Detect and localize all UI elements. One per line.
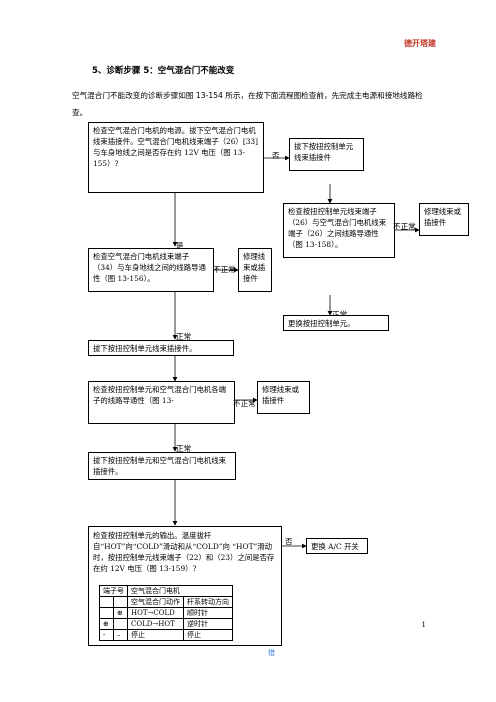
step-repair-harness-3: 修理线束或插接件 <box>257 381 310 414</box>
label-yes-1: 是 <box>176 241 184 250</box>
terminal-table: 端子号 空气混合门电机 空气混合门动作 杆系转动方向 ⊕ HOT→COLD 顺时… <box>99 585 233 641</box>
step-check-all-terminals: 检查按扭控制单元和空气混合门电机各端子的线路导通性（图 13- <box>88 381 235 424</box>
table-cell: 停止 <box>127 629 184 641</box>
step-replace-ac-switch: 更换 A/C 开关 <box>306 538 368 554</box>
step-check-continuity-26: 检查按扭控制单元线束端子（26）与空气混合门电机线束端子（26）之间线路导通性（… <box>283 203 395 258</box>
section-title: 5、诊断步骤 5：空气混合门不能改变 <box>92 66 235 76</box>
label-no-1: 否 <box>272 151 280 160</box>
step-unplug-button-unit: 拔下按扭控制单元线束插接件 <box>289 138 364 171</box>
table-cell: 杆系转动方向 <box>183 596 233 608</box>
table-row: 空气混合门动作 杆系转动方向 <box>99 596 233 608</box>
label-normal-3: 正常 <box>176 444 192 453</box>
table-cell <box>99 607 114 619</box>
table-cell: 顺时针 <box>183 607 233 619</box>
table-cell: HOT→COLD <box>127 607 184 619</box>
table-cell: – <box>113 629 128 641</box>
label-normal-2: 正常 <box>176 332 192 341</box>
table-cell: COLD→HOT <box>127 618 184 630</box>
header-brand: 德开塔建 <box>404 39 436 48</box>
label-abnormal-2: 不正常 <box>213 265 236 274</box>
table-cell: ⊕ <box>113 607 128 619</box>
step-unplug-button-unit-2: 拔下按扭控制单元线束插接件。 <box>88 340 234 356</box>
label-abnormal-3: 不正常 <box>233 399 256 408</box>
table-cell <box>99 596 114 608</box>
table-row: ⊕ HOT→COLD 顺时针 <box>99 607 233 619</box>
table-cell: 逆时针 <box>183 618 233 630</box>
table-row: ⊕ COLD→HOT 逆时针 <box>99 618 233 630</box>
table-cell: 空气混合门动作 <box>127 596 184 608</box>
table-row: - – 停止 停止 <box>99 629 233 641</box>
table-cell <box>113 618 128 630</box>
table-cell: ⊕ <box>99 618 114 630</box>
step-unplug-both-connectors: 拔下按扭控制单元和空气混合门电机线束插接件。 <box>88 452 236 480</box>
label-normal-1: 正常 <box>332 309 347 320</box>
table-row: 端子号 空气混合门电机 <box>99 585 233 597</box>
step-check-motor-power: 检查空气混合门电机的电源。拔下空气混合门电机线束插接件。空气混合门电机线束端子（… <box>88 122 264 193</box>
step-repair-harness-2: 修理线束或插接件 <box>238 248 272 292</box>
section-intro: 空气混合门不能改变的诊断步骤如图 13-154 所示，在按下面流程图检查前，先完… <box>72 91 423 117</box>
footer-mark: 猎 <box>268 649 275 657</box>
label-no-2: 否 <box>285 537 293 546</box>
table-cell: - <box>99 629 114 641</box>
step-check-terminal-34: 检查空气混合门电机线束端子（34）与车身地线之间的线路导通性（图 13-156）… <box>88 248 214 292</box>
step-check-unit-output-text: 检查按扭控制单元的输出。温度拔杆自“HOT”向“COLD”滑动和从“COLD”向… <box>93 531 275 573</box>
table-cell <box>113 596 128 608</box>
step-repair-harness-1: 修理线束或插接件 <box>419 203 469 236</box>
step-replace-button-unit: 更换按扭控制单元。 <box>283 315 389 331</box>
table-cell: 空气混合门电机 <box>127 585 233 597</box>
label-abnormal-1: 不正常 <box>393 222 416 231</box>
page-number: 1 <box>421 621 426 629</box>
table-cell: 停止 <box>183 629 233 641</box>
table-cell: 端子号 <box>99 585 128 597</box>
